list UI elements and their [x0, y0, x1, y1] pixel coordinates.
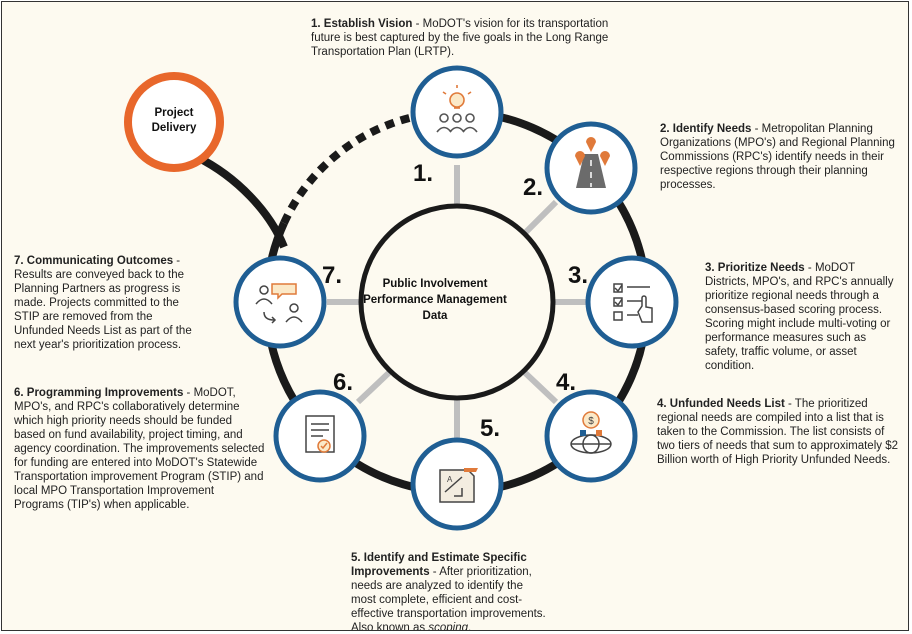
- step-6-title: 6. Programming Improvements: [14, 387, 184, 399]
- step-4-text: 4. Unfunded Needs List - The prioritized…: [657, 397, 901, 467]
- step-3-title: 3. Prioritize Needs: [705, 262, 805, 274]
- nodes: [233, 65, 679, 531]
- step-number-7: 7.: [322, 262, 343, 289]
- step-5-desc-emphasis: scoping: [428, 622, 468, 631]
- project-delivery-line-1: Project: [154, 107, 194, 119]
- cycle-ring-dashed: [280, 111, 424, 225]
- idea-people-icon: [436, 85, 478, 133]
- step-6-text: 6. Programming Improvements - MoDOT, MPO…: [14, 386, 266, 512]
- project-delivery-line-2: Delivery: [151, 122, 197, 134]
- step-number-5: 5.: [480, 415, 501, 442]
- node-3: [585, 255, 679, 349]
- step-number-6: 6.: [333, 369, 354, 396]
- step-1-text: 1. Establish Vision - MoDOT's vision for…: [311, 17, 621, 59]
- spoke-6: [355, 365, 397, 405]
- step-3-text: 3. Prioritize Needs - MoDOT Districts, M…: [705, 261, 901, 373]
- step-4-desc: - The prioritized regional needs are com…: [657, 398, 898, 466]
- step-number-1: 1.: [413, 160, 434, 187]
- step-2-desc: - Metropolitan Planning Organizations (M…: [660, 123, 895, 191]
- step-1-desc: - MoDOT's vision for its transportation …: [311, 18, 609, 58]
- step-7-title: 7. Communicating Outcomes: [14, 255, 174, 267]
- step-6-desc: - MoDOT, MPO's, and RPC's collaborativel…: [14, 387, 265, 511]
- step-4-title: 4. Unfunded Needs List: [657, 398, 785, 410]
- center-label: Public Involvement Performance Managemen…: [352, 276, 518, 324]
- step-5-text: 5. Identify and Estimate Specific Improv…: [351, 551, 547, 631]
- svg-text:$: $: [588, 416, 594, 427]
- checklist-pointer-icon: [613, 283, 653, 323]
- blueprint-icon: A: [439, 468, 478, 503]
- node-7: [233, 255, 327, 349]
- money-globe-icon: $: [570, 411, 612, 454]
- step-2-text: 2. Identify Needs - Metropolitan Plannin…: [660, 122, 896, 192]
- node-4: [544, 389, 638, 483]
- step-2-title: 2. Identify Needs: [660, 123, 752, 135]
- node-1: [410, 65, 504, 159]
- road-map-pins-icon: [575, 137, 610, 188]
- certificate-icon: [305, 415, 335, 453]
- step-3-desc: - MoDOT Districts, MPO's, and RPC's annu…: [705, 262, 894, 372]
- step-7-desc: - Results are conveyed back to the Plann…: [14, 255, 192, 351]
- spoke-4: [517, 365, 559, 405]
- center-line-1: Public Involvement: [382, 278, 488, 290]
- step-5-desc-end: .: [468, 622, 472, 631]
- step-number-3: 3.: [568, 262, 589, 289]
- project-delivery-circle: [124, 72, 224, 172]
- step-5-desc: - After prioritization, needs are analyz…: [351, 566, 546, 631]
- step-number-4: 4.: [556, 369, 577, 396]
- svg-text:A: A: [447, 475, 453, 484]
- center-line-2: Performance Management: [363, 294, 507, 306]
- people-exchange-icon: [255, 283, 303, 324]
- step-7-text: 7. Communicating Outcomes - Results are …: [14, 254, 200, 352]
- spokes: [327, 165, 587, 439]
- center-circle: [358, 203, 556, 401]
- project-delivery-label: Project Delivery: [128, 106, 220, 136]
- step-5-title: 5. Identify and Estimate Specific Improv…: [351, 552, 527, 578]
- delivery-connector: [195, 153, 288, 249]
- center-line-3: Data: [422, 310, 448, 322]
- step-number-2: 2.: [523, 174, 544, 201]
- step-1-title: 1. Establish Vision: [311, 18, 413, 30]
